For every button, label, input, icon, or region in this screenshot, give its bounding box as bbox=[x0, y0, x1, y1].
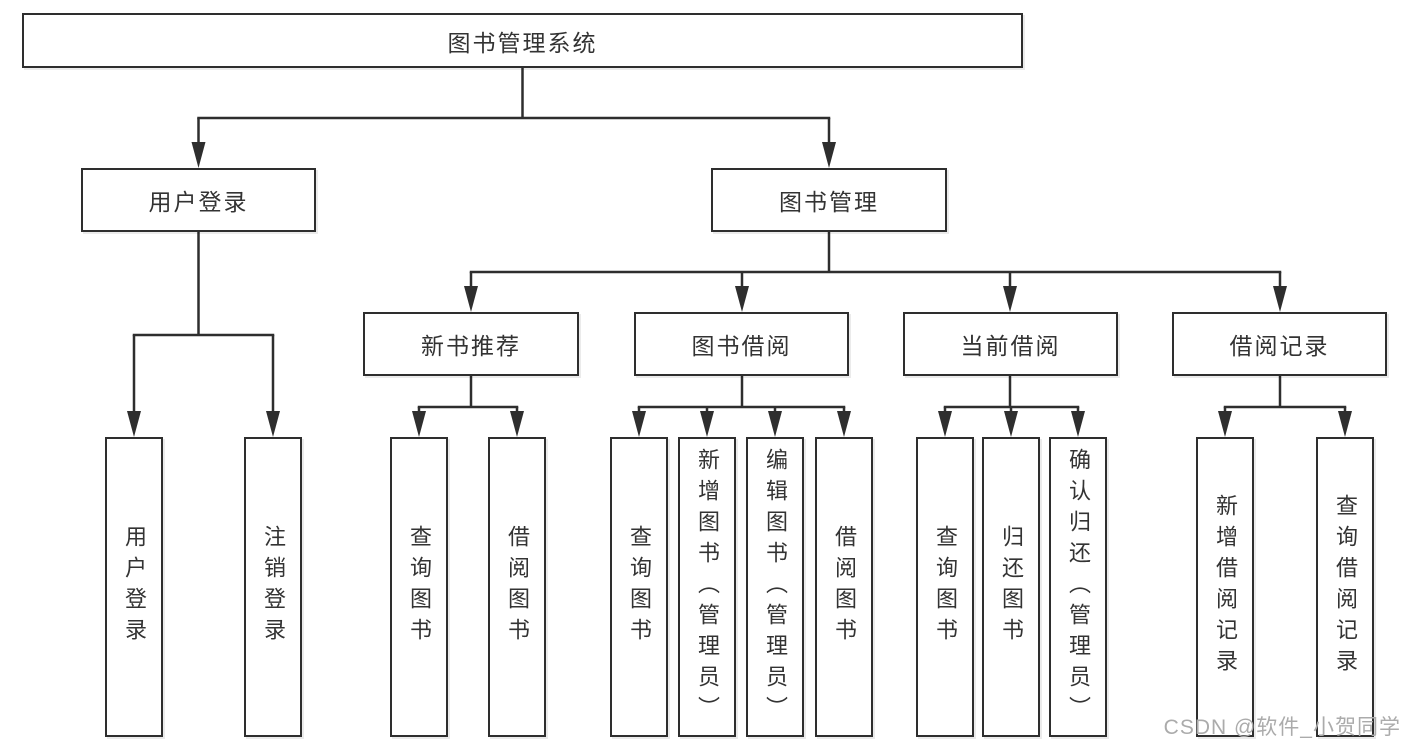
leaf-label: 查询图书 bbox=[407, 525, 432, 649]
leaf-confirm-return-admin: 确认归还（管理员） bbox=[1049, 437, 1107, 737]
node-label: 新书推荐 bbox=[421, 333, 521, 359]
leaf-logout: 注销登录 bbox=[244, 437, 302, 737]
leaf-query-borrow-record: 查询借阅记录 bbox=[1316, 437, 1374, 737]
leaf-label: 注销登录 bbox=[261, 525, 286, 649]
node-label: 借阅记录 bbox=[1229, 333, 1330, 359]
node-label: 图书借阅 bbox=[691, 333, 792, 359]
leaf-label: 查询图书 bbox=[627, 525, 652, 649]
node-library-management-system: 图书管理系统 bbox=[22, 13, 1023, 68]
node-new-book-recommend: 新书推荐 bbox=[363, 312, 579, 376]
node-book-borrow: 图书借阅 bbox=[634, 312, 849, 376]
leaf-query-book-recommend: 查询图书 bbox=[390, 437, 448, 737]
leaf-label: 查询图书 bbox=[933, 525, 958, 649]
leaf-add-borrow-record: 新增借阅记录 bbox=[1196, 437, 1254, 737]
node-current-borrow: 当前借阅 bbox=[903, 312, 1118, 376]
node-book-management: 图书管理 bbox=[711, 168, 947, 232]
leaf-label: 查询借阅记录 bbox=[1333, 494, 1358, 680]
leaf-label: 新增图书（管理员） bbox=[695, 447, 720, 727]
node-borrow-records: 借阅记录 bbox=[1172, 312, 1387, 376]
leaf-label: 用户登录 bbox=[122, 525, 147, 649]
node-label: 当前借阅 bbox=[960, 333, 1061, 359]
leaf-borrow-book-recommend: 借阅图书 bbox=[488, 437, 546, 737]
node-user-login: 用户登录 bbox=[81, 168, 316, 232]
leaf-label: 编辑图书（管理员） bbox=[763, 447, 788, 727]
leaf-label: 新增借阅记录 bbox=[1213, 494, 1238, 680]
leaf-borrow-book: 借阅图书 bbox=[815, 437, 873, 737]
leaf-label: 借阅图书 bbox=[832, 525, 857, 649]
leaf-label: 确认归还（管理员） bbox=[1066, 447, 1091, 727]
leaf-query-book-borrow: 查询图书 bbox=[610, 437, 668, 737]
leaf-return-book: 归还图书 bbox=[982, 437, 1040, 737]
leaf-query-book-current: 查询图书 bbox=[916, 437, 974, 737]
leaf-add-book-admin: 新增图书（管理员） bbox=[678, 437, 736, 737]
leaf-label: 借阅图书 bbox=[505, 525, 530, 649]
node-label: 图书管理 bbox=[779, 189, 879, 215]
leaf-edit-book-admin: 编辑图书（管理员） bbox=[746, 437, 804, 737]
leaf-user-login: 用户登录 bbox=[105, 437, 163, 737]
leaf-label: 归还图书 bbox=[999, 525, 1024, 649]
node-label: 图书管理系统 bbox=[447, 29, 598, 56]
node-label: 用户登录 bbox=[148, 189, 249, 215]
